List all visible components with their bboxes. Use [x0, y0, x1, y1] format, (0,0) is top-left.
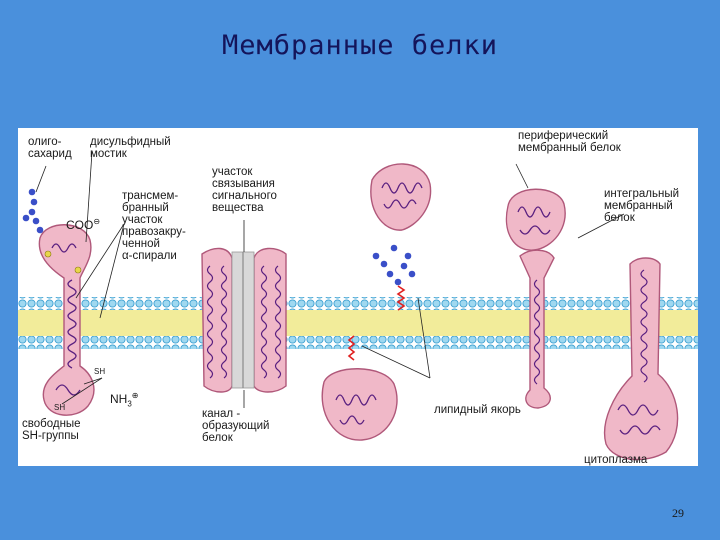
label-lipid-anchor: липидный якорь	[434, 404, 521, 416]
label-channel-protein: канал - образующий белок	[202, 408, 269, 444]
label-transmembrane-helix: трансмем- бранный участок правозакру- че…	[122, 190, 186, 262]
label-coo: COO⊖	[66, 216, 100, 231]
label-binding-site: участок связывания сигнального вещества	[212, 166, 277, 214]
label-peripheral-protein: периферический мембранный белок	[518, 130, 621, 154]
lipid-bilayer	[18, 297, 698, 349]
integral-protein-right	[605, 258, 678, 460]
slide-title: Мембранные белки	[0, 30, 720, 61]
label-disulfide-bridge: дисульфидный мостик	[90, 136, 171, 160]
anchored-protein-outer	[371, 164, 431, 310]
anchored-protein-inner	[322, 336, 397, 440]
channel-protein	[202, 248, 286, 392]
label-integral-protein: интегральный мембранный белок	[604, 188, 679, 224]
oligosaccharide-chain	[23, 189, 44, 234]
label-nh3: NH3⊕	[110, 390, 139, 410]
membrane-diagram	[18, 128, 698, 466]
label-cytoplasm: цитоплазма	[584, 454, 647, 466]
label-free-sh-groups: свободные SH-группы	[22, 418, 81, 442]
page-number: 29	[672, 506, 684, 521]
peripheral-protein	[506, 189, 565, 250]
label-oligosaccharide: олиго- сахарид	[28, 136, 72, 160]
membrane-proteins-figure: олиго- сахарид дисульфидный мостик COO⊖ …	[18, 128, 698, 466]
label-sh-top: SH	[94, 366, 105, 378]
label-sh-bottom: SH	[54, 402, 65, 414]
